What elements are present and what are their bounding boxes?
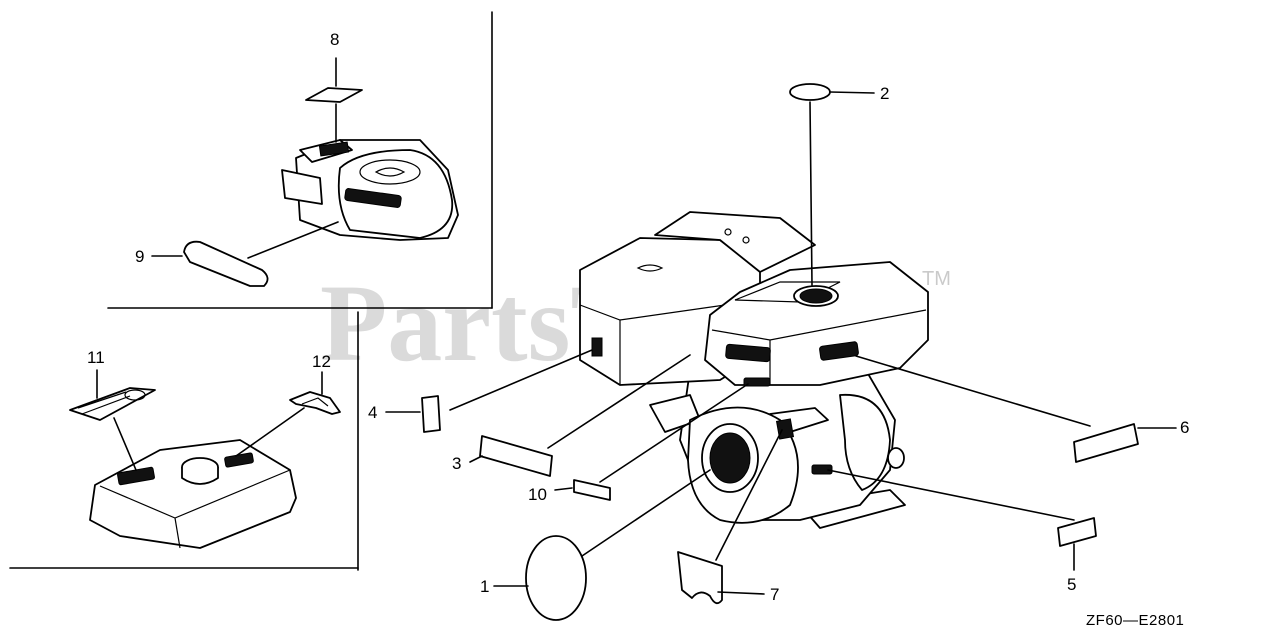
part-6-label-sticker[interactable] bbox=[1073, 423, 1139, 463]
air-cleaner-drawing bbox=[281, 139, 459, 241]
watermark-trademark: TM bbox=[922, 268, 951, 290]
callout-2: 2 bbox=[880, 84, 889, 103]
part-4-label-sticker[interactable] bbox=[421, 395, 441, 433]
part-8-label-sticker[interactable] bbox=[305, 87, 363, 103]
part-2-cap-label[interactable] bbox=[789, 83, 831, 101]
callout-1: 1 bbox=[480, 577, 489, 596]
part-11-label-sticker[interactable] bbox=[69, 387, 156, 421]
callout-8: 8 bbox=[330, 30, 339, 49]
callout-11: 11 bbox=[87, 348, 105, 367]
part-10-label-sticker[interactable] bbox=[573, 479, 611, 501]
diagram-code: ZF60—E2801 bbox=[1086, 612, 1184, 629]
callout-7: 7 bbox=[770, 585, 779, 604]
inset-frame bbox=[9, 11, 493, 571]
callout-6: 6 bbox=[1180, 418, 1189, 437]
callout-9: 9 bbox=[135, 247, 144, 266]
fuel-tank-drawing bbox=[89, 439, 297, 549]
engine-drawing bbox=[579, 211, 929, 529]
callout-3: 3 bbox=[452, 454, 461, 473]
callout-10: 10 bbox=[528, 485, 547, 504]
part-1-recoil-label[interactable] bbox=[525, 535, 587, 621]
part-12-label-sticker[interactable] bbox=[289, 391, 341, 415]
callout-4: 4 bbox=[368, 403, 377, 422]
callout-5: 5 bbox=[1067, 575, 1076, 594]
callout-12: 12 bbox=[312, 352, 331, 371]
part-9-label-sticker[interactable] bbox=[183, 240, 269, 287]
part-7-label-sticker[interactable] bbox=[677, 551, 723, 605]
part-5-label-sticker[interactable] bbox=[1057, 517, 1097, 547]
part-3-label-sticker[interactable] bbox=[479, 435, 553, 477]
